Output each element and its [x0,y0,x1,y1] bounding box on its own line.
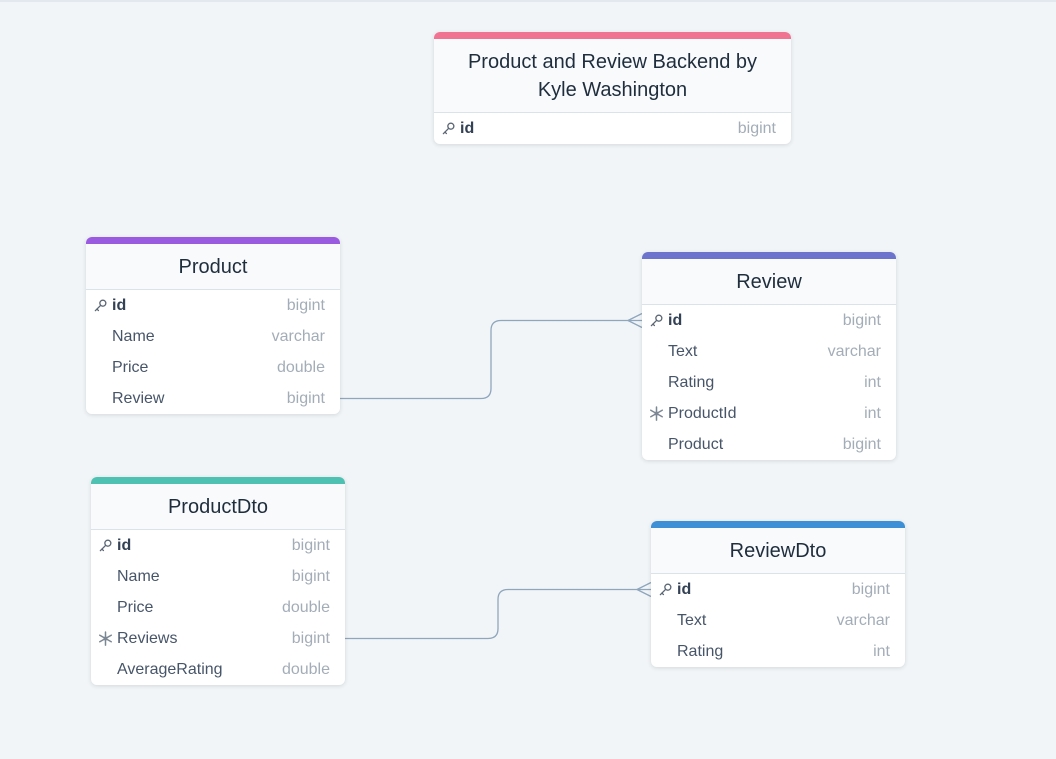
field-type: double [281,598,330,616]
table-header[interactable]: Product and Review Backend by Kyle Washi… [434,39,791,113]
field-row-price[interactable]: Price double [86,352,340,383]
field-type: varchar [836,611,890,629]
field-name: Price [112,358,149,376]
field-name: Rating [668,373,715,391]
field-row-productid[interactable]: ProductId int [642,398,896,429]
relationship-line[interactable] [340,319,642,400]
field-name: Product [668,435,724,453]
field-name: Reviews [117,629,178,647]
table-header[interactable]: Product [86,244,340,290]
field-type: bigint [737,119,776,137]
table-header[interactable]: Review [642,259,896,305]
field-type: varchar [271,327,325,345]
field-name: Rating [677,642,724,660]
field-type: int [873,642,890,660]
field-name: Text [677,611,707,629]
table-title: Product and Review Backend by Kyle Washi… [467,50,758,101]
table-color-bar [91,477,345,484]
field-row-text[interactable]: Text varchar [642,336,896,367]
field-name: Price [117,598,154,616]
key-icon [649,313,664,328]
key-icon [98,538,113,553]
field-name: id [668,311,683,329]
field-name: Review [112,389,165,407]
field-row-review[interactable]: Review bigint [86,383,340,414]
field-row-id[interactable]: id bigint [86,290,340,321]
field-name: id [460,119,475,137]
table-product-and-review-backend-by-kyle-washington[interactable]: Product and Review Backend by Kyle Washi… [434,32,791,144]
field-row-name[interactable]: Name bigint [91,561,345,592]
table-header[interactable]: ReviewDto [651,528,905,574]
field-name: id [677,580,692,598]
table-color-bar [86,237,340,244]
table-color-bar [651,521,905,528]
field-row-id[interactable]: id bigint [642,305,896,336]
key-icon [93,298,108,313]
field-type: bigint [291,536,330,554]
field-type: bigint [286,389,325,407]
field-name: Name [112,327,155,345]
field-row-name[interactable]: Name varchar [86,321,340,352]
field-name: id [112,296,127,314]
field-type: bigint [291,629,330,647]
field-name: Name [117,567,160,585]
crow-foot-marker [627,312,643,329]
field-name: AverageRating [117,660,223,678]
field-row-id[interactable]: id bigint [434,113,791,144]
field-row-id[interactable]: id bigint [91,530,345,561]
field-row-rating[interactable]: Rating int [651,636,905,667]
relationship-line[interactable] [345,588,651,640]
table-title: ProductDto [167,495,269,518]
field-type: bigint [286,296,325,314]
field-type: bigint [291,567,330,585]
field-row-id[interactable]: id bigint [651,574,905,605]
field-type: bigint [851,580,890,598]
field-name: Text [668,342,698,360]
field-row-product[interactable]: Product bigint [642,429,896,460]
key-icon [658,582,673,597]
table-title: Review [736,270,802,293]
field-type: bigint [842,435,881,453]
table-color-bar [642,252,896,259]
snowflake-icon [649,406,664,421]
field-row-text[interactable]: Text varchar [651,605,905,636]
field-name: ProductId [668,404,737,422]
field-type: varchar [827,342,881,360]
field-type: int [864,404,881,422]
table-title: Product [178,255,248,278]
key-icon [441,121,456,136]
table-header[interactable]: ProductDto [91,484,345,530]
field-type: int [864,373,881,391]
field-type: bigint [842,311,881,329]
table-title: ReviewDto [729,539,827,562]
crow-foot-marker [636,581,652,598]
field-name: id [117,536,132,554]
field-type: double [276,358,325,376]
field-row-reviews[interactable]: Reviews bigint [91,623,345,654]
field-row-price[interactable]: Price double [91,592,345,623]
field-row-rating[interactable]: Rating int [642,367,896,398]
table-color-bar [434,32,791,39]
field-type: double [281,660,330,678]
snowflake-icon [98,631,113,646]
field-row-averagerating[interactable]: AverageRating double [91,654,345,685]
